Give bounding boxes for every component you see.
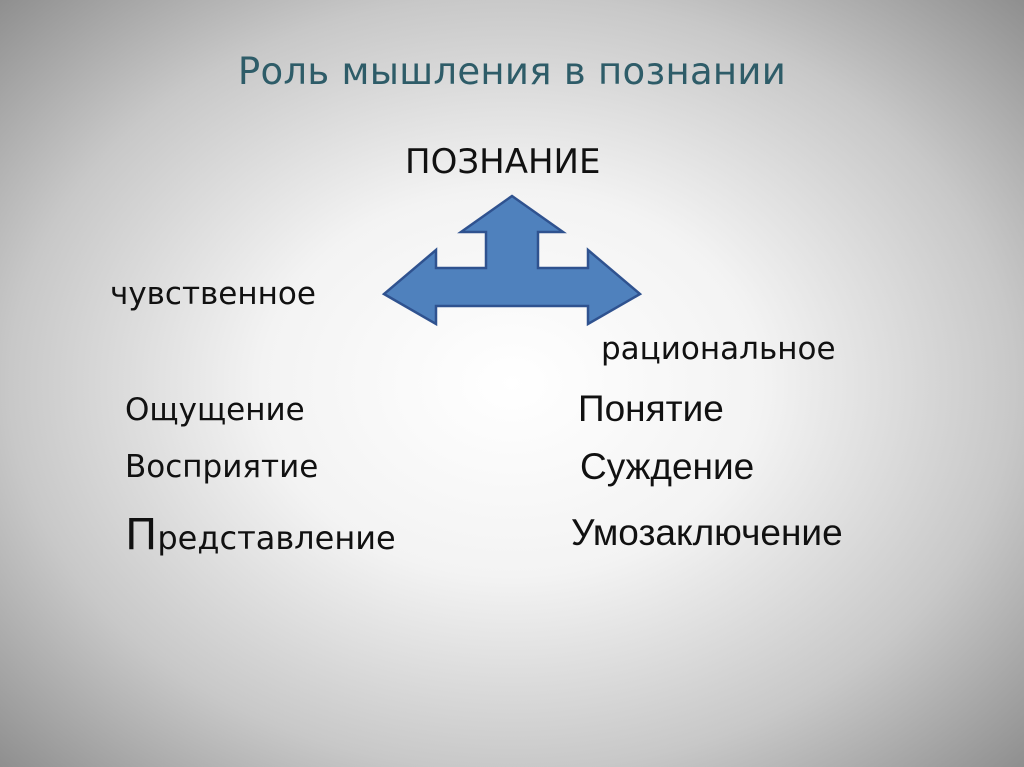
right-item-inference: Умозаключение xyxy=(571,512,843,553)
left-item-representation-rest: редставление xyxy=(157,519,396,557)
left-item-perception: Восприятие xyxy=(125,449,319,485)
left-item-representation-initial: П xyxy=(125,510,158,560)
center-label: ПОЗНАНИЕ xyxy=(405,142,601,182)
slide-title: Роль мышления в познании xyxy=(237,50,787,93)
left-heading: чувственное xyxy=(110,276,316,312)
left-item-sensation: Ощущение xyxy=(125,392,305,428)
left-item-representation: Представление xyxy=(125,514,396,557)
right-item-concept: Понятие xyxy=(578,388,724,429)
right-item-judgment: Суждение xyxy=(580,446,755,487)
arrow-shape xyxy=(381,194,643,327)
three-way-arrow-icon xyxy=(381,194,643,327)
right-heading: рациональное xyxy=(601,331,836,367)
